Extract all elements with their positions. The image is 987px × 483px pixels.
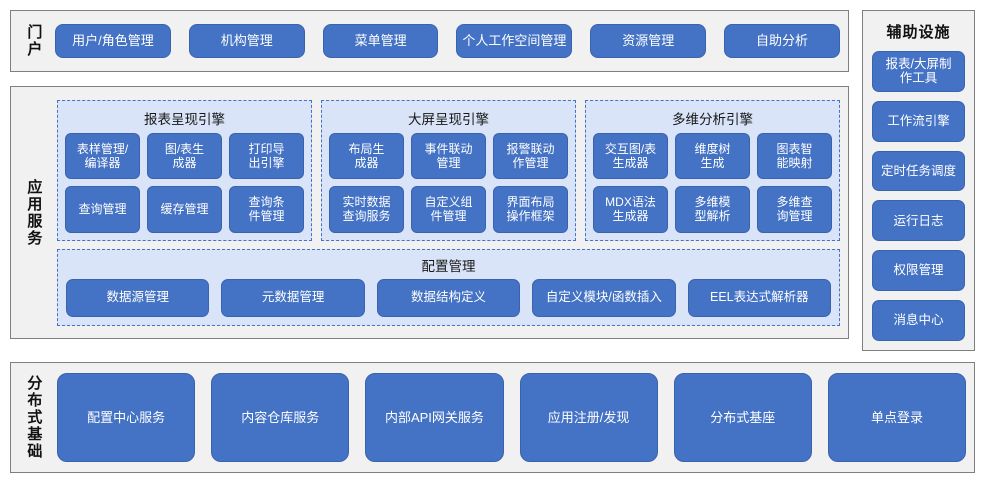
- aux-item-workflow-engine[interactable]: 工作流引擎: [872, 100, 965, 142]
- application-service-section: 应用服务 报表呈现引擎 表样管理/ 编译器 图/表生 成器 打印导 出引擎 查询…: [10, 86, 849, 339]
- aux-item-report-bigscreen-authoring-tool[interactable]: 报表/大屏制 作工具: [872, 51, 965, 92]
- engine-item-multidim-model-parsing[interactable]: 多维模 型解析: [675, 186, 750, 233]
- portal-section-label: 门户: [25, 24, 43, 58]
- dist-item-app-registry-discovery[interactable]: 应用注册/发现: [519, 373, 658, 462]
- portal-item-organization[interactable]: 机构管理: [188, 24, 305, 58]
- application-service-body: 报表呈现引擎 表样管理/ 编译器 图/表生 成器 打印导 出引擎 查询管理 缓存…: [55, 87, 848, 338]
- config-item-datasource-management[interactable]: 数据源管理: [66, 278, 210, 317]
- engine-item-print-export-engine[interactable]: 打印导 出引擎: [229, 132, 304, 179]
- engine-item-event-linkage-management[interactable]: 事件联动 管理: [411, 132, 486, 179]
- portal-item-resource[interactable]: 资源管理: [590, 24, 707, 58]
- engine-item-realtime-data-query-service[interactable]: 实时数据 查询服务: [329, 186, 404, 233]
- engines-row: 报表呈现引擎 表样管理/ 编译器 图/表生 成器 打印导 出引擎 查询管理 缓存…: [57, 99, 840, 241]
- auxiliary-facilities-section: 辅助设施 报表/大屏制 作工具 工作流引擎 定时任务调度 运行日志 权限管理 消…: [862, 10, 975, 351]
- config-item-eel-expression-parser[interactable]: EEL表达式解析器: [687, 278, 832, 317]
- engine-item-mdx-syntax-generator[interactable]: MDX语法 生成器: [593, 186, 668, 233]
- config-item-metadata-management[interactable]: 元数据管理: [221, 278, 365, 317]
- dist-item-config-center-service[interactable]: 配置中心服务: [57, 373, 196, 462]
- config-item-custom-module-function-insert[interactable]: 自定义模块/函数插入: [532, 278, 676, 317]
- portal-item-workspace[interactable]: 个人工作空间管理: [456, 24, 573, 58]
- distributed-foundation-items: 配置中心服务 内容仓库服务 内部API网关服务 应用注册/发现 分布式基座 单点…: [55, 363, 974, 472]
- aux-item-message-center[interactable]: 消息中心: [872, 300, 965, 341]
- engine-item-query-management[interactable]: 查询管理: [65, 186, 140, 233]
- engine-item-report-template-editor[interactable]: 表样管理/ 编译器: [65, 132, 140, 179]
- engine-group-olap-title: 多维分析引擎: [672, 111, 753, 127]
- config-management-group: 配置管理 数据源管理 元数据管理 数据结构定义 自定义模块/函数插入 EEL表达…: [57, 248, 840, 326]
- diagram-columns: 门户 用户/角色管理 机构管理 菜单管理 个人工作空间管理 资源管理 自助分析 …: [10, 10, 975, 351]
- engine-group-report-title: 报表呈现引擎: [144, 111, 225, 127]
- distributed-foundation-section-label: 分布式基础: [25, 375, 43, 460]
- portal-item-user-role[interactable]: 用户/角色管理: [55, 24, 171, 58]
- aux-item-permission-management[interactable]: 权限管理: [872, 250, 965, 292]
- dist-item-distributed-base[interactable]: 分布式基座: [673, 373, 812, 462]
- engine-group-report-items: 表样管理/ 编译器 图/表生 成器 打印导 出引擎 查询管理 缓存管理 查询条 …: [65, 132, 304, 233]
- aux-item-runtime-log[interactable]: 运行日志: [872, 200, 965, 242]
- portal-item-self-analysis[interactable]: 自助分析: [724, 24, 840, 58]
- engine-item-custom-component-management[interactable]: 自定义组 件管理: [411, 186, 486, 233]
- engine-group-bigscreen-items: 布局生 成器 事件联动 管理 报警联动 作管理 实时数据 查询服务 自定义组 件…: [329, 132, 568, 233]
- distributed-foundation-section: 分布式基础 配置中心服务 内容仓库服务 内部API网关服务 应用注册/发现 分布…: [10, 362, 975, 473]
- config-item-data-structure-definition[interactable]: 数据结构定义: [376, 278, 521, 317]
- portal-item-menu[interactable]: 菜单管理: [322, 24, 439, 58]
- engine-group-bigscreen-title: 大屏呈现引擎: [408, 111, 489, 127]
- dist-item-internal-api-gateway-service[interactable]: 内部API网关服务: [365, 373, 504, 462]
- engine-item-chart-smart-mapping[interactable]: 图表智 能映射: [757, 132, 832, 179]
- engine-item-ui-layout-operation-framework[interactable]: 界面布局 操作框架: [493, 186, 568, 233]
- engine-item-layout-generator[interactable]: 布局生 成器: [329, 132, 404, 179]
- config-management-items: 数据源管理 元数据管理 数据结构定义 自定义模块/函数插入 EEL表达式解析器: [66, 278, 832, 317]
- application-service-section-label: 应用服务: [25, 178, 43, 247]
- auxiliary-facilities-title: 辅助设施: [886, 24, 951, 41]
- dist-item-content-repository-service[interactable]: 内容仓库服务: [211, 373, 350, 462]
- engine-item-alarm-linkage-action-management[interactable]: 报警联动 作管理: [493, 132, 568, 179]
- engine-item-query-condition-management[interactable]: 查询条 件管理: [229, 186, 304, 233]
- auxiliary-facilities-items: 报表/大屏制 作工具 工作流引擎 定时任务调度 运行日志 权限管理 消息中心: [872, 51, 965, 341]
- dist-item-single-sign-on[interactable]: 单点登录: [827, 373, 967, 462]
- config-management-title: 配置管理: [421, 258, 476, 274]
- engine-item-chart-table-generator[interactable]: 图/表生 成器: [147, 132, 222, 179]
- engine-item-interactive-chart-generator[interactable]: 交互图/表 生成器: [593, 132, 668, 179]
- engine-group-olap-items: 交互图/表 生成器 维度树 生成 图表智 能映射 MDX语法 生成器 多维模 型…: [593, 132, 832, 233]
- aux-item-scheduled-task-scheduler[interactable]: 定时任务调度: [872, 150, 965, 192]
- engine-group-olap: 多维分析引擎 交互图/表 生成器 维度树 生成 图表智 能映射 MDX语法 生成…: [585, 99, 840, 241]
- portal-section: 门户 用户/角色管理 机构管理 菜单管理 个人工作空间管理 资源管理 自助分析: [10, 10, 849, 72]
- engine-item-multidim-query-management[interactable]: 多维查 询管理: [757, 186, 832, 233]
- left-column: 门户 用户/角色管理 机构管理 菜单管理 个人工作空间管理 资源管理 自助分析 …: [10, 10, 849, 351]
- engine-item-cache-management[interactable]: 缓存管理: [147, 186, 222, 233]
- portal-button-row: 用户/角色管理 机构管理 菜单管理 个人工作空间管理 资源管理 自助分析: [55, 11, 848, 71]
- engine-group-bigscreen: 大屏呈现引擎 布局生 成器 事件联动 管理 报警联动 作管理 实时数据 查询服务…: [321, 99, 576, 241]
- engine-item-dimension-tree-generation[interactable]: 维度树 生成: [675, 132, 750, 179]
- engine-group-report: 报表呈现引擎 表样管理/ 编译器 图/表生 成器 打印导 出引擎 查询管理 缓存…: [57, 99, 312, 241]
